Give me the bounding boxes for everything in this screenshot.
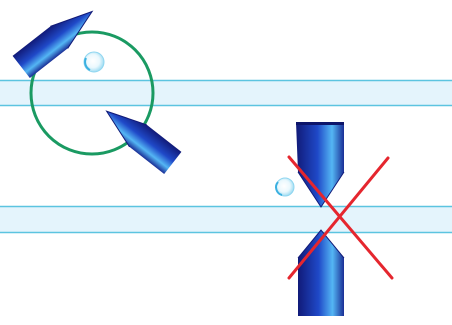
bubble	[83, 51, 105, 73]
bubble	[275, 177, 295, 197]
upper-tool	[12, 10, 94, 78]
panel-correct	[12, 10, 182, 174]
green-circle-indicator	[29, 30, 155, 156]
bottom-tool	[297, 229, 345, 316]
upper-band	[0, 79, 452, 107]
red-cross-indicator	[287, 155, 394, 280]
panel-incorrect	[275, 122, 394, 316]
lower-band	[0, 205, 452, 234]
top-tool	[296, 122, 345, 208]
lower-tool	[105, 110, 182, 174]
